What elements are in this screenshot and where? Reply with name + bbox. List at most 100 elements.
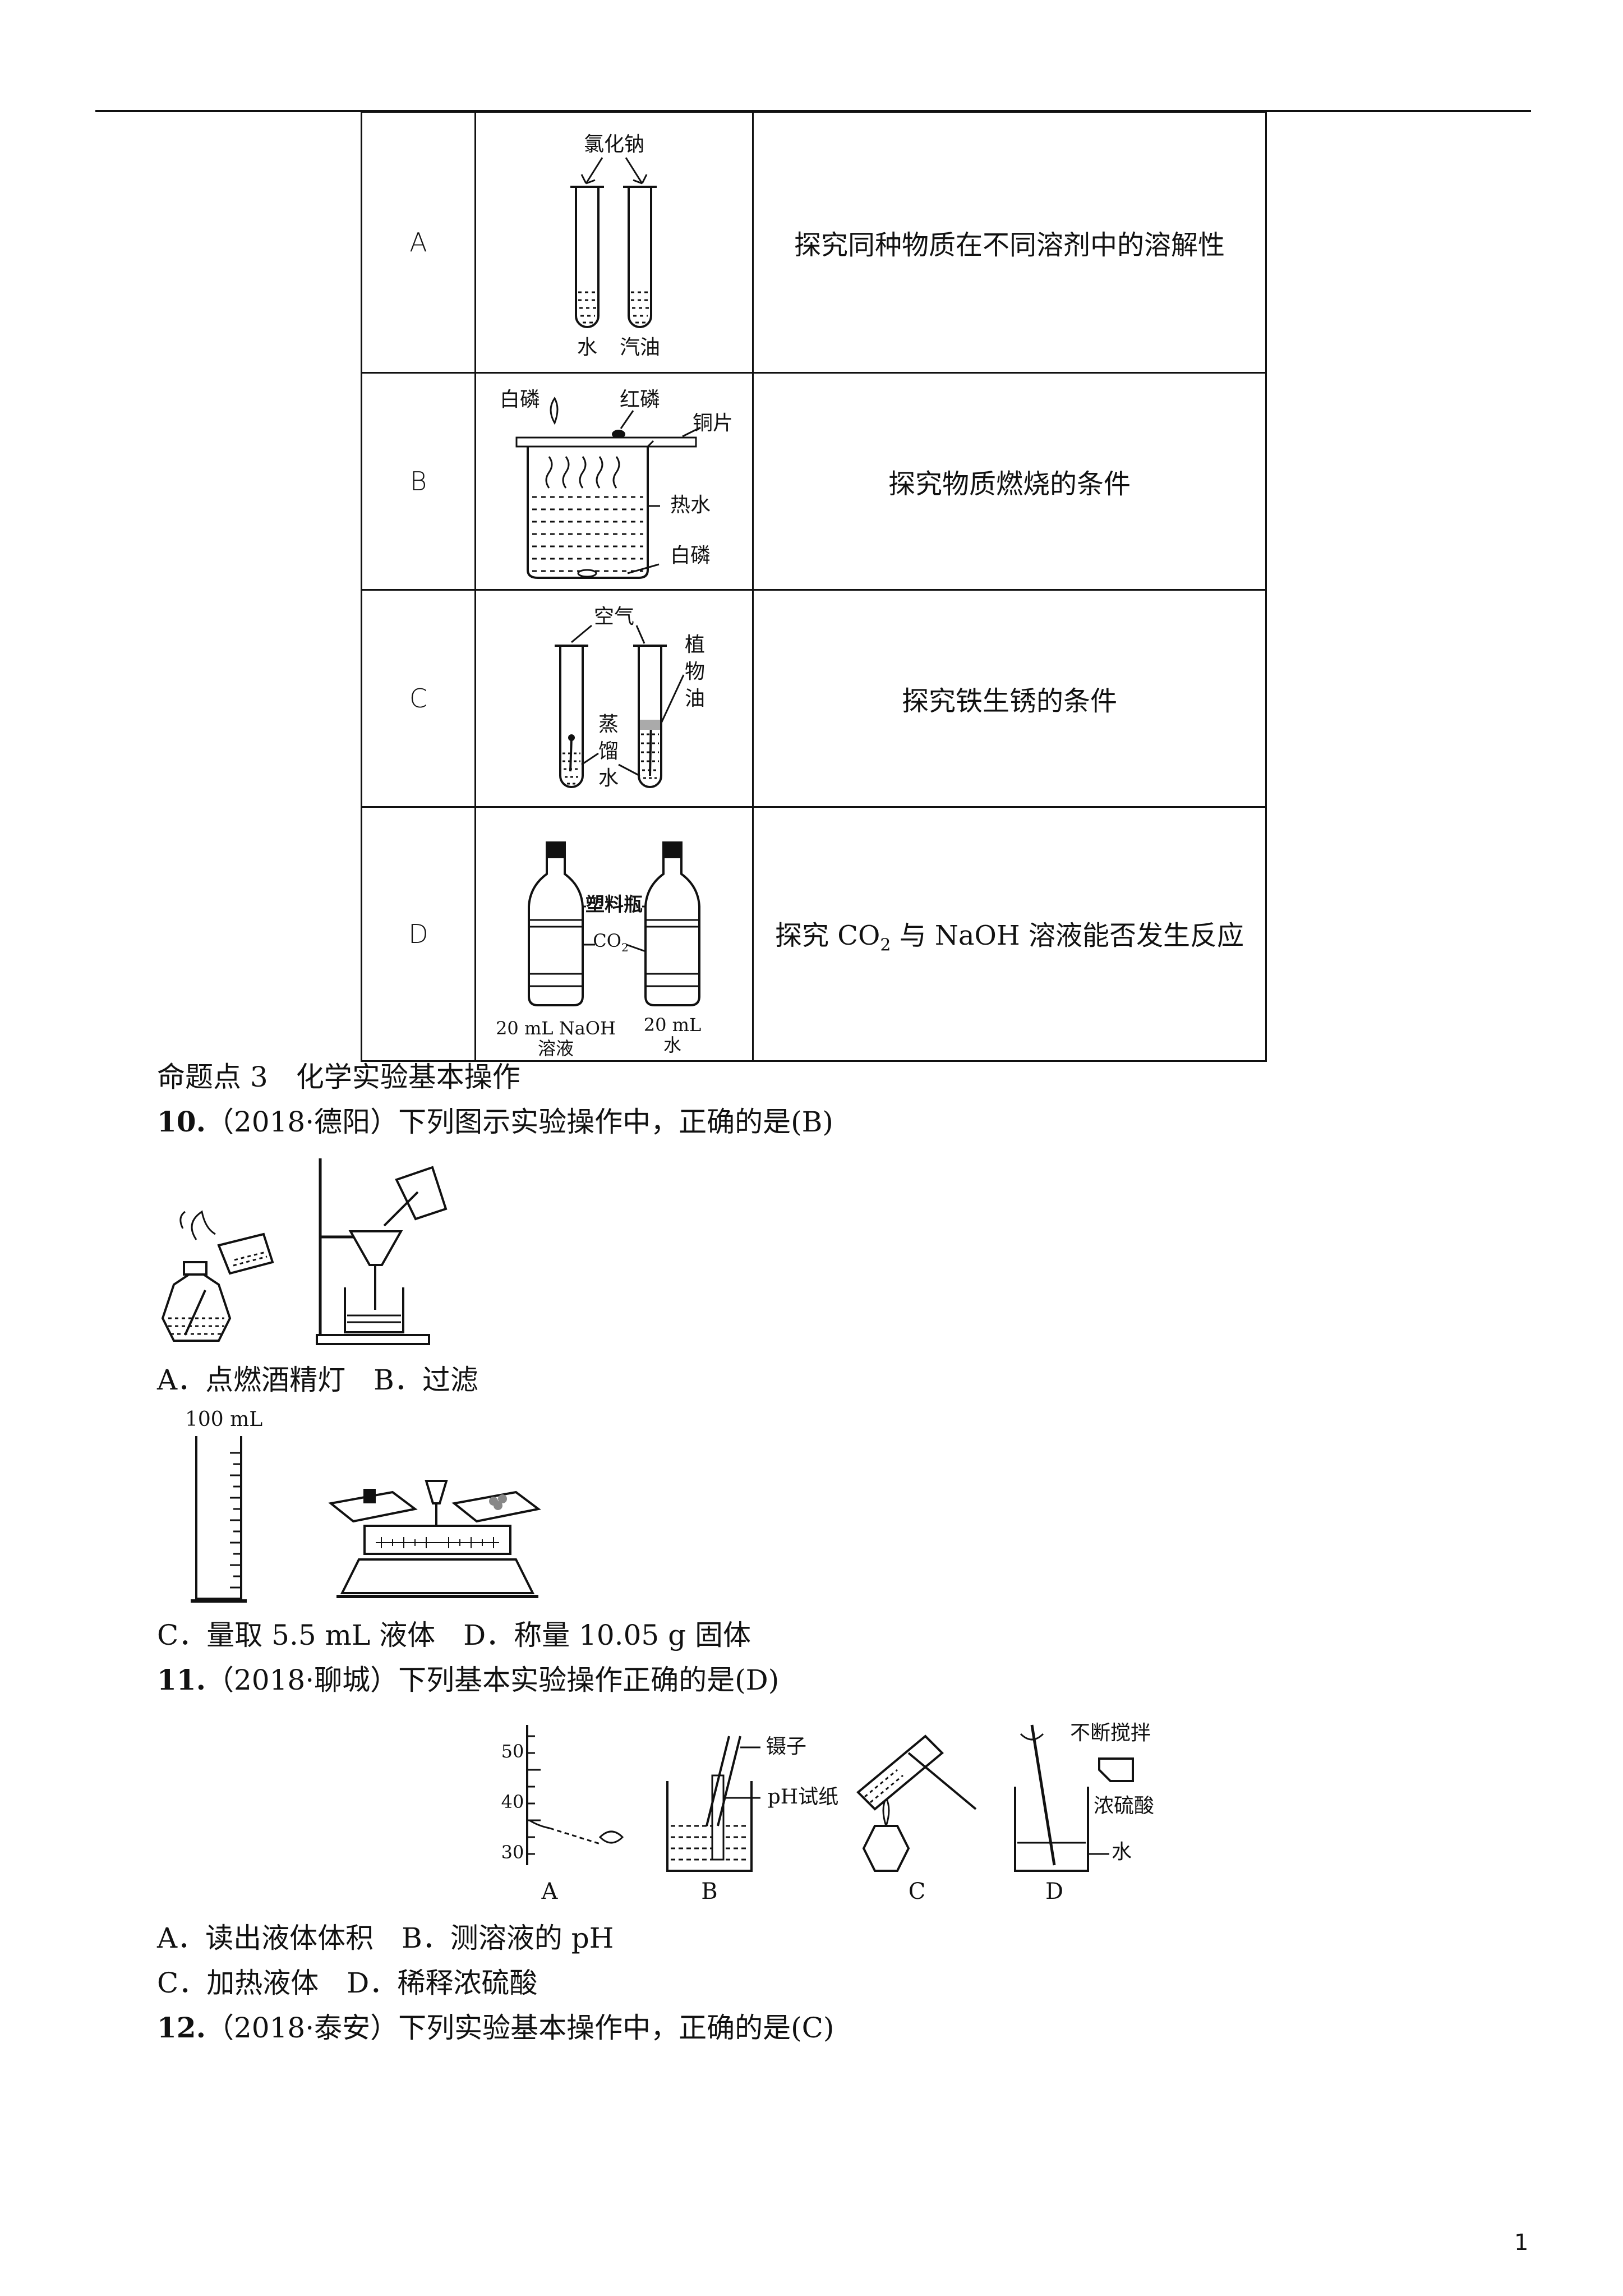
label-oil-2: 物 [685, 660, 705, 683]
label-water-1: 蒸 [598, 713, 619, 736]
flame-icon [191, 1210, 216, 1240]
label-white-phosphorus-top: 白磷 [500, 388, 540, 411]
flame-icon [550, 397, 559, 425]
figure-rusting: 空气 植 物 油 蒸 馏 水 [474, 589, 754, 808]
beaker-dilution [1014, 1787, 1089, 1872]
balance-beam [363, 1525, 511, 1555]
table-row: C 空气 植 物 油 蒸 馏 水 [361, 589, 1267, 808]
tick-50: 50 [501, 1741, 524, 1762]
table-row: D 塑料瓶 CO2 20 mL NaOH 溶液 20 mL 水 探究 CO2 与… [361, 806, 1267, 1062]
label-copper-sheet: 铜片 [693, 412, 733, 435]
label-air: 空气 [594, 605, 634, 628]
label-water-3: 水 [598, 767, 619, 790]
cylinder-label: 100 mL [185, 1408, 263, 1431]
label-plastic-bottle: 塑料瓶 [585, 894, 643, 916]
label-oil-1: 植 [685, 633, 705, 656]
label-stir: 不断搅拌 [1070, 1722, 1151, 1745]
table-row: B 白磷 红磷 铜片 [361, 372, 1267, 591]
eye-icon [598, 1830, 624, 1844]
tick-30: 30 [501, 1842, 524, 1863]
label-naoh-line2: 溶液 [538, 1038, 574, 1059]
balance-base [340, 1558, 535, 1594]
tweezers-icon [706, 1736, 741, 1826]
plastic-bottle-right [644, 858, 700, 1006]
row-label: D [361, 806, 476, 1062]
question-10-options-ab: A．点燃酒精灯 B．过滤 [157, 1364, 478, 1396]
red-phosphorus-dot [612, 430, 625, 439]
figure-q11-operations: 50 40 30 A 镊子 pH试纸 B C 不断搅拌 浓硫酸 水 D [501, 1722, 1154, 1904]
white-phosphorus-underwater [577, 569, 597, 578]
label-water-line2: 水 [663, 1034, 681, 1056]
header-rule [95, 110, 1531, 112]
table-row: A 氯化钠 水 汽油 探究同种物质在不同溶剂中的溶解性 [361, 111, 1267, 374]
question-11-stem: 11.（2018·聊城）下列基本实验操作正确的是(D) [157, 1663, 780, 1696]
label-ph-paper: pH试纸 [768, 1786, 838, 1809]
label-water-line1: 20 mL [644, 1014, 701, 1036]
plastic-bottle-left [528, 858, 584, 1006]
fig-letter-a: A [541, 1879, 559, 1904]
funnel-icon [348, 1230, 403, 1266]
bottle-cap-right [662, 841, 683, 858]
test-tube-heating [856, 1734, 944, 1811]
fig-letter-b: B [701, 1879, 717, 1904]
figure-filtration [316, 1158, 448, 1345]
beaker [527, 447, 649, 579]
beaker-ph [666, 1781, 753, 1872]
glass-rod [1030, 1724, 1056, 1866]
label-sodium-chloride: 氯化钠 [584, 133, 644, 156]
glass-rod [383, 1191, 419, 1227]
label-water-2: 馏 [598, 740, 619, 763]
alcohol-lamp-icon [161, 1272, 232, 1342]
oil-layer [640, 720, 660, 730]
weight-icon [363, 1489, 376, 1503]
figure-combustion: 白磷 红磷 铜片 [474, 372, 754, 591]
question-10-stem: 10.（2018·德阳）下列图示实验操作中，正确的是(B) [157, 1105, 833, 1138]
fig-letter-c: C [909, 1879, 926, 1904]
figure-balance [328, 1480, 541, 1598]
beaker-icon [344, 1287, 404, 1333]
experiment-table: A 氯化钠 水 汽油 探究同种物质在不同溶剂中的溶解性 B 白磷 [361, 111, 1267, 1062]
label-water: 水 [577, 336, 597, 359]
row-label: B [361, 372, 476, 591]
purpose-text: 探究同种物质在不同溶剂中的溶解性 [752, 111, 1267, 374]
question-12-stem: 12.（2018·泰安）下列实验基本操作中，正确的是(C) [157, 2011, 834, 2044]
tick-40: 40 [501, 1791, 524, 1812]
stand-base [316, 1334, 430, 1345]
ph-paper [711, 1774, 725, 1861]
fig-letter-d: D [1045, 1879, 1063, 1904]
purpose-text: 探究物质燃烧的条件 [752, 372, 1267, 591]
figure-lighting-lamp [161, 1210, 274, 1342]
label-co2: CO2 [593, 930, 628, 954]
label-hot-water: 热水 [670, 494, 711, 517]
purpose-text: 探究铁生锈的条件 [752, 589, 1267, 808]
page-number: 1 [1514, 2230, 1529, 2256]
bottle-cap-left [546, 841, 566, 858]
row-label: A [361, 111, 476, 374]
figure-co2-bottles: 塑料瓶 CO2 20 mL NaOH 溶液 20 mL 水 [474, 806, 754, 1062]
alcohol-lamp-icon [862, 1825, 910, 1872]
question-11-options-cd: C．加热液体 D．稀释浓硫酸 [157, 1967, 538, 1999]
label-tweezers: 镊子 [766, 1735, 806, 1758]
pouring-beaker-icon [395, 1166, 448, 1221]
test-tube-holder [907, 1752, 977, 1810]
test-tube-left [575, 187, 600, 328]
label-oil-3: 油 [685, 687, 705, 710]
test-tube-right [638, 646, 662, 788]
label-red-phosphorus: 红磷 [620, 388, 660, 411]
copper-sheet [515, 436, 697, 448]
figure-graduated-cylinder [191, 1436, 247, 1603]
tilted-lamp-icon [217, 1232, 274, 1275]
question-11-options-ab: A．读出液体体积 B．测溶液的 pH [157, 1922, 614, 1954]
arrows [585, 157, 643, 184]
label-white-phosphorus-bottom: 白磷 [670, 544, 711, 567]
test-tube-right [628, 187, 652, 328]
question-10-options-cd: C．量取 5.5 mL 液体 D．称量 10.05 g 固体 [157, 1619, 751, 1651]
test-tube-left [559, 646, 584, 788]
figure-test-tubes-solubility: 氯化钠 水 汽油 [474, 111, 754, 374]
section-title: 命题点 3 化学实验基本操作 [157, 1061, 520, 1093]
label-water: 水 [1112, 1841, 1132, 1864]
acid-bottle-icon [1098, 1757, 1134, 1782]
label-gasoline: 汽油 [620, 336, 660, 359]
label-acid: 浓硫酸 [1094, 1795, 1154, 1818]
row-label: C [361, 589, 476, 808]
